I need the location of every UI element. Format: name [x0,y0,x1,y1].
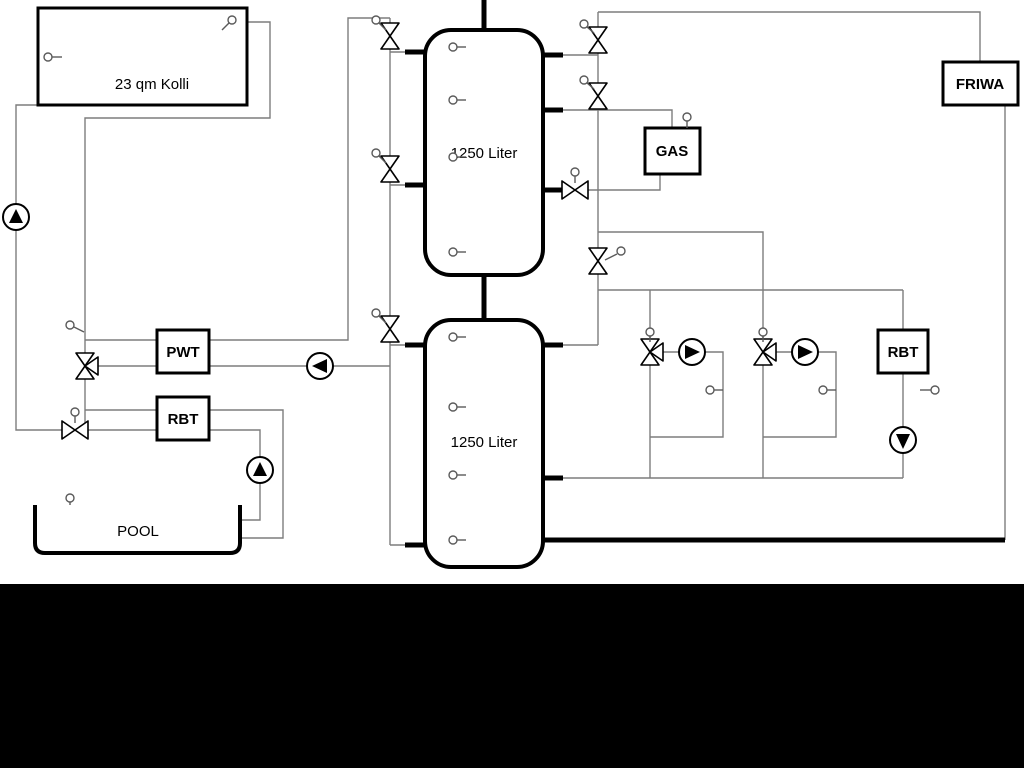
pipe-line [15,104,157,431]
buffer-tank-top: 1250 Liter [423,28,545,277]
pwt-heat-exchanger: PWT [155,328,211,375]
pipe-line [563,174,661,191]
sensor-icon [227,15,237,25]
tank-sensors [448,42,466,257]
sensor-icon [818,385,828,395]
sensor-stem [73,326,85,333]
three-way-valve-icon [640,327,664,366]
valve-icon [371,148,400,183]
valve-icon [579,19,608,54]
solar-pump-icon [2,203,30,231]
sensor-stem [221,22,230,31]
tank-body [423,28,545,277]
valve-icon [371,15,400,50]
pool-pump-icon [246,456,274,484]
pipe-line [209,409,284,539]
tank-right-ports [541,52,563,481]
charge-pump-icon [306,352,334,380]
sensor-icon [65,320,75,330]
heating-pump-2-icon [791,338,819,366]
main-pipes [405,0,1005,548]
sensor-icon [930,385,940,395]
rbt-left-label: RBT [168,411,199,428]
pipe-lines [15,11,1006,546]
valves [61,15,777,440]
collector-label: 23 qm Kolli [115,76,189,93]
gas-label: GAS [656,143,689,160]
sensor-icon [705,385,715,395]
pipe-line [209,17,390,341]
tank-sensors [448,332,466,545]
friwa-station: FRIWA [941,60,1020,107]
sensor-icon [43,52,53,62]
pwt-label: PWT [166,344,199,361]
pipe-line [762,351,837,478]
rbt-right-label: RBT [888,344,919,361]
return-pump-icon [889,426,917,454]
buffer-tank-bottom: 1250 Liter [423,318,545,569]
letterbox-band [0,584,1024,768]
tank-left-ports [405,49,427,548]
rbt-left-unit: RBT [155,395,211,442]
pipe-sensors [65,320,836,395]
collector-box [36,6,249,107]
pumps [2,203,917,484]
rbt-right-box [876,328,930,375]
heating-pump-1-icon [678,338,706,366]
sensor-icon [65,493,75,503]
pool-label: POOL [117,523,159,540]
pipe-line [649,351,724,478]
three-way-valve-icon [75,352,99,380]
valve-icon [371,308,400,343]
gas-box [643,126,702,176]
solar-collector: 23 qm Kolli [36,6,249,107]
pipe-line [84,21,271,430]
valve-icon [61,407,89,440]
valve-icon [561,167,589,200]
pipe-line [598,11,981,62]
sensor-icon [682,112,692,122]
pwt-box [155,328,211,375]
pool-basin: POOL [33,493,242,555]
pipe-line [598,231,764,352]
pipe-line [563,109,673,128]
three-way-valve-icon [753,327,777,366]
pipe-line [390,51,405,546]
friwa-label: FRIWA [956,76,1004,93]
friwa-box [941,60,1020,107]
valve-icon [579,75,608,110]
tank-bottom-label: 1250 Liter [451,434,518,451]
tank-top-label: 1250 Liter [451,145,518,162]
rbt-right-unit: RBT [876,328,940,395]
valve-icon [588,246,626,275]
pool-walls [33,505,242,555]
tank-body [423,318,545,569]
rbt-left-box [155,395,211,442]
hydraulic-schematic: 23 qm Kolli 1250 Liter 1250 Liter PWT RB [2,0,1020,569]
gas-boiler: GAS [643,112,702,176]
